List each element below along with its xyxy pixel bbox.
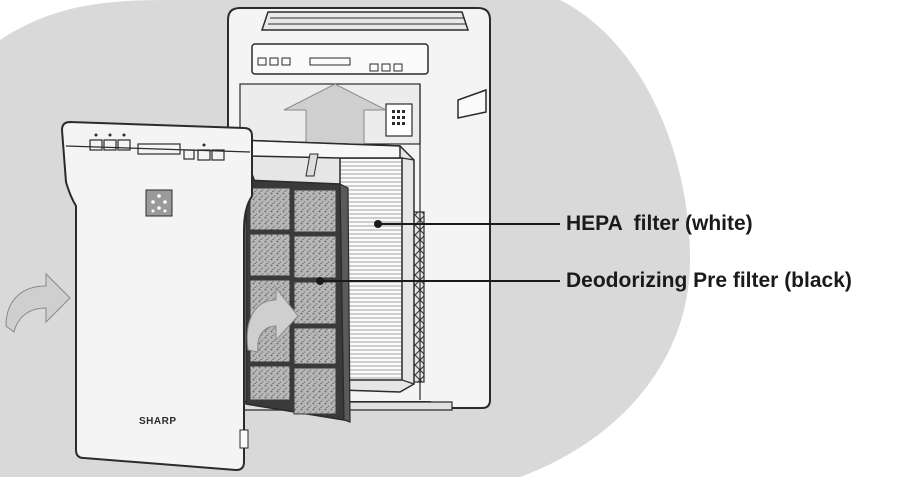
curved-arrow-icon (246, 286, 299, 353)
hepa-filter-label: HEPA filter (white) (566, 212, 753, 235)
deodorizing-pre-filter (245, 179, 351, 423)
sharp-logo: SHARP (139, 416, 177, 427)
up-arrow-icon (283, 83, 387, 145)
control-buttons (89, 139, 225, 161)
deodorizing-filter-label: Deodorizing Pre filter (black) (566, 269, 852, 292)
curved-arrow-icon (5, 272, 71, 333)
front-panel (60, 120, 253, 472)
hepa-leader-dot (374, 220, 382, 228)
deodorizing-leader-dot (316, 277, 324, 285)
leader-lines (320, 223, 560, 282)
plasmacluster-logo-icon (145, 189, 173, 217)
